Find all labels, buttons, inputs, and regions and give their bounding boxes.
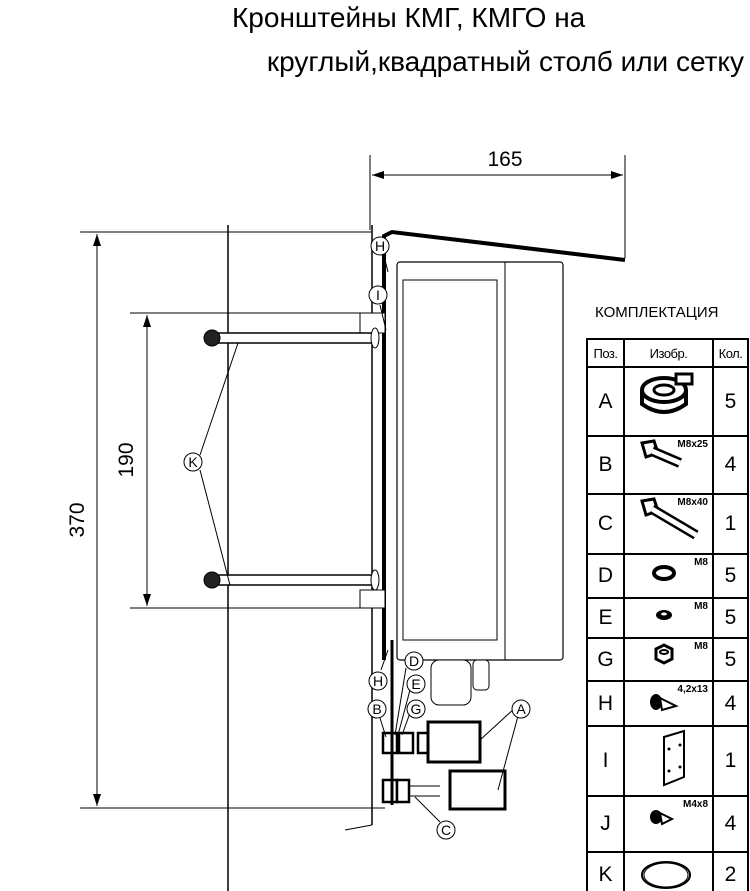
- kit-pos: E: [586, 597, 625, 639]
- kit-qty: 5: [712, 637, 749, 682]
- band-icon: [640, 861, 691, 889]
- clamp-icon: [639, 372, 693, 414]
- kit-row-g: G M8 5: [586, 637, 749, 682]
- kit-pos: J: [586, 795, 625, 853]
- enclosure: [382, 229, 626, 706]
- dim-spacing: 190: [115, 442, 138, 477]
- kit-qty: 1: [712, 725, 749, 797]
- kit-qty: 1: [712, 493, 749, 555]
- callout-g: G: [406, 699, 426, 719]
- kit-pos: I: [586, 725, 625, 797]
- kit-spec: M8: [694, 641, 708, 652]
- bracket-k-bands: [203, 312, 386, 609]
- dim-height: 370: [66, 502, 89, 537]
- kit-image: [623, 366, 714, 437]
- svg-text:D: D: [409, 653, 419, 669]
- kit-pos: A: [586, 366, 625, 437]
- spring-washer-icon: [655, 610, 672, 620]
- kit-image: M8: [623, 553, 714, 599]
- kit-row-h: H 4,2x13 4: [586, 680, 749, 727]
- kit-image: 4,2x13: [623, 680, 714, 727]
- callout-h-bottom: H: [368, 671, 388, 691]
- kit-image: M8x25: [623, 435, 714, 495]
- svg-text:E: E: [411, 676, 420, 692]
- nut-icon: [654, 643, 673, 665]
- kit-pos: G: [586, 637, 625, 682]
- leader-lines: [199, 255, 519, 823]
- kit-spec: M8: [694, 601, 708, 612]
- header-pos: Поз.: [586, 338, 625, 368]
- kit-qty: 4: [712, 435, 749, 495]
- kit-row-j: J M4x8 4: [586, 795, 749, 853]
- kit-row-c: C M8x40 1: [586, 493, 749, 555]
- kit-title: КОМПЛЕКТАЦИЯ: [595, 304, 719, 321]
- screw-icon: [649, 810, 674, 826]
- callout-c: C: [436, 820, 456, 840]
- kit-qty: 5: [712, 597, 749, 639]
- kit-pos: K: [586, 851, 625, 891]
- svg-text:I: I: [376, 287, 380, 303]
- kit-row-d: D M8 5: [586, 553, 749, 599]
- svg-text:A: A: [516, 701, 526, 717]
- kit-image: M8: [623, 637, 714, 682]
- washer-icon: [651, 565, 676, 581]
- kit-spec: M8: [694, 557, 708, 568]
- long-bolt-icon: [639, 497, 699, 540]
- callouts: H I K H B D E G A C: [183, 236, 531, 840]
- svg-text:H: H: [375, 238, 385, 254]
- svg-text:H: H: [373, 673, 383, 689]
- self-tapping-screw-icon: [649, 694, 679, 712]
- header-qty: Кол.: [712, 338, 749, 368]
- bolts-and-clamps: [381, 640, 507, 811]
- title-line-1: Кронштейны КМГ, КМГО на: [232, 2, 586, 33]
- dim-width: 165: [487, 148, 522, 171]
- post: [227, 225, 373, 891]
- callout-e: E: [406, 674, 426, 694]
- plate-icon: [662, 729, 685, 787]
- kit-row-i: I 1: [586, 725, 749, 797]
- kit-pos: H: [586, 680, 625, 727]
- svg-text:C: C: [441, 822, 451, 838]
- kit-spec: 4,2x13: [677, 684, 708, 695]
- kit-image: M8: [623, 597, 714, 639]
- bolt-icon: [639, 439, 682, 468]
- kit-pos: B: [586, 435, 625, 495]
- kit-qty: 4: [712, 680, 749, 727]
- callout-h-top: H: [370, 236, 390, 256]
- callout-a: A: [511, 699, 531, 719]
- dimension-lines: [80, 155, 626, 809]
- kit-pos: C: [586, 493, 625, 555]
- kit-pos: D: [586, 553, 625, 599]
- kit-qty: 4: [712, 795, 749, 853]
- kit-spec: M8x25: [677, 439, 708, 450]
- kit-row-k: K 2: [586, 851, 749, 891]
- kit-row-e: E M8 5: [586, 597, 749, 639]
- kit-row-b: B M8x25 4: [586, 435, 749, 495]
- header-image: Изобр.: [623, 338, 714, 368]
- kit-qty: 5: [712, 366, 749, 437]
- kit-qty: 5: [712, 553, 749, 599]
- kit-image: M8x40: [623, 493, 714, 555]
- kit-spec: M8x40: [677, 497, 708, 508]
- callout-i: I: [368, 285, 388, 305]
- svg-text:K: K: [188, 454, 198, 470]
- title-line-2: круглый,квадратный столб или сетку: [266, 46, 744, 77]
- kit-spec: M4x8: [682, 799, 708, 810]
- kit-qty: 2: [712, 851, 749, 891]
- callout-d: D: [404, 651, 424, 671]
- kit-image: [623, 725, 714, 797]
- callout-k: K: [183, 452, 203, 472]
- kit-image: [623, 851, 714, 891]
- svg-text:B: B: [372, 701, 381, 717]
- kit-row-a: A 5: [586, 366, 749, 437]
- svg-text:G: G: [411, 701, 422, 717]
- callout-b: B: [367, 699, 387, 719]
- kit-image: M4x8: [623, 795, 714, 853]
